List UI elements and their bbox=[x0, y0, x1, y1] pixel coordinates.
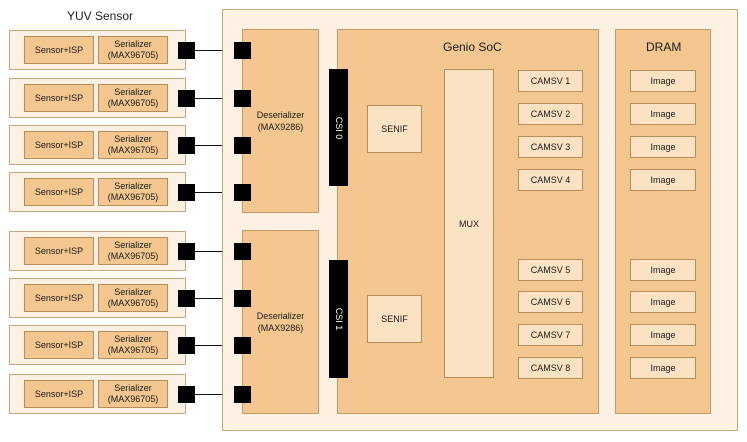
serializer-part: (MAX96705) bbox=[107, 345, 159, 355]
serializer-output-pin bbox=[178, 137, 195, 154]
serializer-output-pin bbox=[178, 90, 195, 107]
serializer-box: Serializer(MAX96705) bbox=[98, 380, 168, 408]
serializer-text: Serializer(MAX96705) bbox=[108, 181, 159, 203]
sensor-section-title: YUV Sensor bbox=[67, 9, 134, 23]
serializer-text: Serializer(MAX96705) bbox=[108, 39, 159, 61]
deserializer-input-pin bbox=[234, 184, 251, 201]
deserializer-1-part: (MAX9286) bbox=[257, 323, 304, 333]
serializer-part: (MAX96705) bbox=[107, 98, 159, 108]
deserializer-0: Deserializer (MAX9286) bbox=[242, 29, 319, 213]
serializer-label: Serializer bbox=[114, 334, 152, 344]
serializer-label: Serializer bbox=[114, 39, 152, 49]
serializer-box: Serializer(MAX96705) bbox=[98, 178, 168, 206]
serializer-label: Serializer bbox=[114, 87, 152, 97]
dram-image-box: Image bbox=[630, 324, 696, 346]
sensor-isp-box: Sensor+ISP bbox=[24, 284, 94, 312]
camsv-box: CAMSV 7 bbox=[518, 324, 583, 346]
serializer-label: Serializer bbox=[114, 181, 152, 191]
serializer-part: (MAX96705) bbox=[107, 298, 159, 308]
serializer-box: Serializer(MAX96705) bbox=[98, 331, 168, 359]
csi-1-bar: CSI 1 bbox=[329, 260, 348, 378]
serializer-output-pin bbox=[178, 290, 195, 307]
serializer-output-pin bbox=[178, 243, 195, 260]
serializer-label: Serializer bbox=[114, 287, 152, 297]
camsv-box: CAMSV 8 bbox=[518, 357, 583, 379]
camsv-box: CAMSV 5 bbox=[518, 259, 583, 281]
serializer-box: Serializer(MAX96705) bbox=[98, 36, 168, 64]
dram-image-box: Image bbox=[630, 357, 696, 379]
dram-image-box: Image bbox=[630, 136, 696, 158]
dram-panel bbox=[615, 29, 711, 414]
dram-title: DRAM bbox=[646, 40, 682, 54]
deserializer-input-pin bbox=[234, 386, 251, 403]
serializer-box: Serializer(MAX96705) bbox=[98, 131, 168, 159]
serializer-label: Serializer bbox=[114, 383, 152, 393]
serializer-box: Serializer(MAX96705) bbox=[98, 284, 168, 312]
serializer-part: (MAX96705) bbox=[107, 50, 159, 60]
sensor-isp-box: Sensor+ISP bbox=[24, 84, 94, 112]
serializer-output-pin bbox=[178, 42, 195, 59]
deserializer-input-pin bbox=[234, 290, 251, 307]
serializer-text: Serializer(MAX96705) bbox=[108, 134, 159, 156]
serializer-label: Serializer bbox=[114, 240, 152, 250]
deserializer-1-label: Deserializer bbox=[256, 311, 305, 321]
sensor-isp-box: Sensor+ISP bbox=[24, 380, 94, 408]
serializer-text: Serializer(MAX96705) bbox=[108, 334, 159, 356]
serializer-text: Serializer(MAX96705) bbox=[108, 240, 159, 262]
serializer-part: (MAX96705) bbox=[107, 394, 159, 404]
mux-block: MUX bbox=[444, 69, 494, 378]
serializer-output-pin bbox=[178, 337, 195, 354]
deserializer-input-pin bbox=[234, 137, 251, 154]
serializer-label: Serializer bbox=[114, 134, 152, 144]
dram-image-box: Image bbox=[630, 291, 696, 313]
serializer-part: (MAX96705) bbox=[107, 251, 159, 261]
deserializer-input-pin bbox=[234, 243, 251, 260]
sensor-isp-box: Sensor+ISP bbox=[24, 237, 94, 265]
serializer-part: (MAX96705) bbox=[107, 145, 159, 155]
dram-image-box: Image bbox=[630, 70, 696, 92]
senif-0: SENIF bbox=[367, 105, 422, 153]
serializer-output-pin bbox=[178, 386, 195, 403]
camsv-box: CAMSV 1 bbox=[518, 70, 583, 92]
senif-1: SENIF bbox=[367, 295, 422, 343]
serializer-text: Serializer(MAX96705) bbox=[108, 87, 159, 109]
genio-soc-title: Genio SoC bbox=[443, 40, 502, 54]
serializer-part: (MAX96705) bbox=[107, 192, 159, 202]
deserializer-1: Deserializer (MAX9286) bbox=[242, 230, 319, 414]
csi-0-label: CSI 0 bbox=[333, 116, 344, 139]
csi-0-bar: CSI 0 bbox=[329, 69, 348, 186]
csi-1-label: CSI 1 bbox=[333, 307, 344, 331]
sensor-isp-box: Sensor+ISP bbox=[24, 331, 94, 359]
deserializer-input-pin bbox=[234, 337, 251, 354]
deserializer-input-pin bbox=[234, 42, 251, 59]
serializer-text: Serializer(MAX96705) bbox=[108, 383, 159, 405]
serializer-text: Serializer(MAX96705) bbox=[108, 287, 159, 309]
deserializer-input-pin bbox=[234, 90, 251, 107]
sensor-isp-box: Sensor+ISP bbox=[24, 131, 94, 159]
serializer-box: Serializer(MAX96705) bbox=[98, 237, 168, 265]
dram-image-box: Image bbox=[630, 103, 696, 125]
deserializer-0-label: Deserializer bbox=[256, 110, 305, 120]
dram-image-box: Image bbox=[630, 169, 696, 191]
camsv-box: CAMSV 4 bbox=[518, 169, 583, 191]
dram-image-box: Image bbox=[630, 259, 696, 281]
camsv-box: CAMSV 6 bbox=[518, 291, 583, 313]
serializer-output-pin bbox=[178, 184, 195, 201]
deserializer-0-part: (MAX9286) bbox=[257, 122, 304, 132]
camsv-box: CAMSV 2 bbox=[518, 103, 583, 125]
camsv-box: CAMSV 3 bbox=[518, 136, 583, 158]
sensor-isp-box: Sensor+ISP bbox=[24, 178, 94, 206]
sensor-isp-box: Sensor+ISP bbox=[24, 36, 94, 64]
serializer-box: Serializer(MAX96705) bbox=[98, 84, 168, 112]
